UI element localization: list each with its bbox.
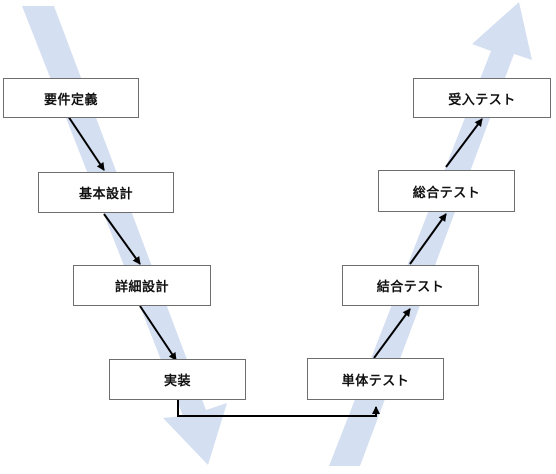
box-requirements: 要件定義: [3, 78, 139, 118]
box-unit-test: 単体テスト: [307, 358, 444, 400]
arrow-basic-design-to-detailed-design: [103, 213, 141, 265]
box-acceptance-test: 受入テスト: [413, 78, 551, 118]
arrow-system-test-to-acceptance-test: [445, 118, 483, 168]
box-implementation: 実装: [109, 359, 246, 400]
box-integration-test: 結合テスト: [342, 265, 479, 306]
box-detailed-design: 詳細設計: [73, 265, 211, 306]
arrow-unit-test-to-integration-test: [373, 308, 411, 359]
arrow-implementation-to-unit-test: [177, 400, 380, 417]
arrow-detailed-design-to-implementation: [139, 305, 177, 361]
arrow-requirements-to-basic-design: [67, 115, 105, 171]
box-system-test: 総合テスト: [378, 170, 515, 212]
box-basic-design: 基本設計: [38, 172, 174, 213]
downward-band-arrow: [22, 6, 227, 465]
arrow-integration-test-to-system-test: [409, 213, 447, 265]
